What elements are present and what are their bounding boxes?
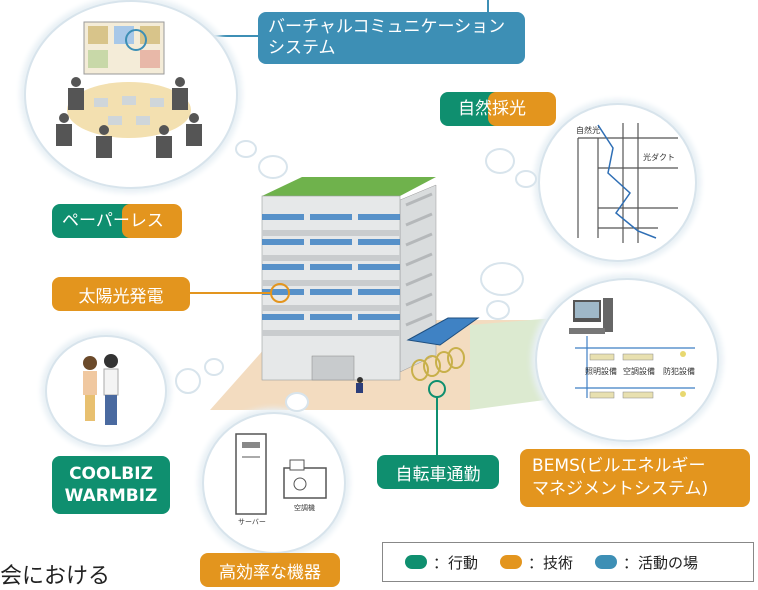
thought-bubble — [480, 262, 524, 296]
label-shizen-text: 自然採光 — [458, 99, 526, 119]
shoumei-label: 照明設備 — [585, 366, 617, 376]
thought-bubble — [258, 155, 288, 179]
pc-tower — [603, 298, 613, 332]
bems-illustration: 照明設備 空調設備 防犯設備 — [569, 298, 695, 399]
building-front — [261, 195, 401, 381]
aircon-label: 空調機 — [294, 503, 315, 512]
legend-item-place: ：活動の場 — [595, 552, 698, 573]
hikari-duct-label: 光ダクト — [643, 152, 675, 162]
legend-swatch-orange — [500, 555, 523, 569]
aircon-icon — [283, 467, 327, 499]
label-high-efficiency-text: 高効率な機器 — [219, 562, 321, 583]
bottom-caption: 会における — [0, 564, 111, 589]
label-high-efficiency: 高効率な機器 — [200, 553, 340, 587]
legend-swatch-green — [405, 555, 427, 569]
label-virtual-line2: システム — [268, 38, 336, 58]
legend-swatch-blue — [595, 555, 618, 569]
label-solar: 太陽光発電 — [52, 277, 190, 311]
virtual-marker — [125, 29, 147, 51]
legend-text-place: ：活動の場 — [623, 553, 699, 572]
shizenkou-label: 自然光 — [576, 125, 600, 135]
green-roof — [262, 177, 436, 196]
label-bems-line2: マネジメントシステム) — [532, 479, 709, 499]
bike-shelter-roof — [406, 317, 480, 346]
meeting-illustration — [56, 21, 202, 158]
label-solar-text: 太陽光発電 — [78, 286, 164, 307]
legend: ：行動 ：技術 ：活動の場 — [382, 542, 754, 582]
light-path — [597, 124, 657, 239]
kuuchou-label: 空調設備 — [623, 366, 655, 376]
thought-bubble — [515, 170, 537, 188]
thought-bubble — [285, 392, 309, 412]
label-paperless: ペーパーレス — [52, 204, 182, 238]
thought-bubble — [204, 358, 224, 376]
legend-text-technology: ：技術 — [528, 553, 574, 572]
thought-bubble — [235, 140, 257, 158]
label-coolbiz-text: COOLBIZ — [69, 464, 153, 484]
label-bicycle-text: 自転車通勤 — [395, 464, 481, 485]
thought-bubble — [485, 148, 515, 174]
meeting-table — [67, 82, 191, 138]
label-bems: BEMS(ビルエネルギー マネジメントシステム) — [520, 449, 750, 507]
label-bems-line1: BEMS(ビルエネルギー — [532, 456, 706, 476]
bouhan-label: 防犯設備 — [663, 366, 695, 376]
label-warmbiz-text: WARMBIZ — [64, 486, 158, 506]
label-virtual-line1: バーチャルコミュニケーション — [268, 17, 506, 37]
green-lawn — [470, 318, 555, 410]
server-label: サーバー — [238, 518, 266, 526]
thought-bubble — [486, 300, 510, 320]
daylight-illustration: 自然光 光ダクト — [576, 123, 678, 243]
equipment-illustration: サーバー 空調機 — [235, 433, 327, 526]
entrance — [311, 355, 355, 381]
legend-text-action: ：行動 — [433, 553, 479, 572]
coolbiz-illustration — [83, 354, 119, 425]
legend-item-action: ：行動 — [405, 552, 478, 573]
thought-bubble — [175, 368, 201, 394]
label-paperless-text: ペーパーレス — [62, 211, 164, 231]
label-virtual-communication: バーチャルコミュニケーション システム — [258, 12, 525, 64]
label-coolbiz: COOLBIZ WARMBIZ — [52, 456, 170, 514]
legend-item-technology: ：技術 — [500, 552, 573, 573]
label-bicycle: 自転車通勤 — [377, 455, 499, 489]
label-shizen-saikou: 自然採光 — [440, 92, 556, 126]
